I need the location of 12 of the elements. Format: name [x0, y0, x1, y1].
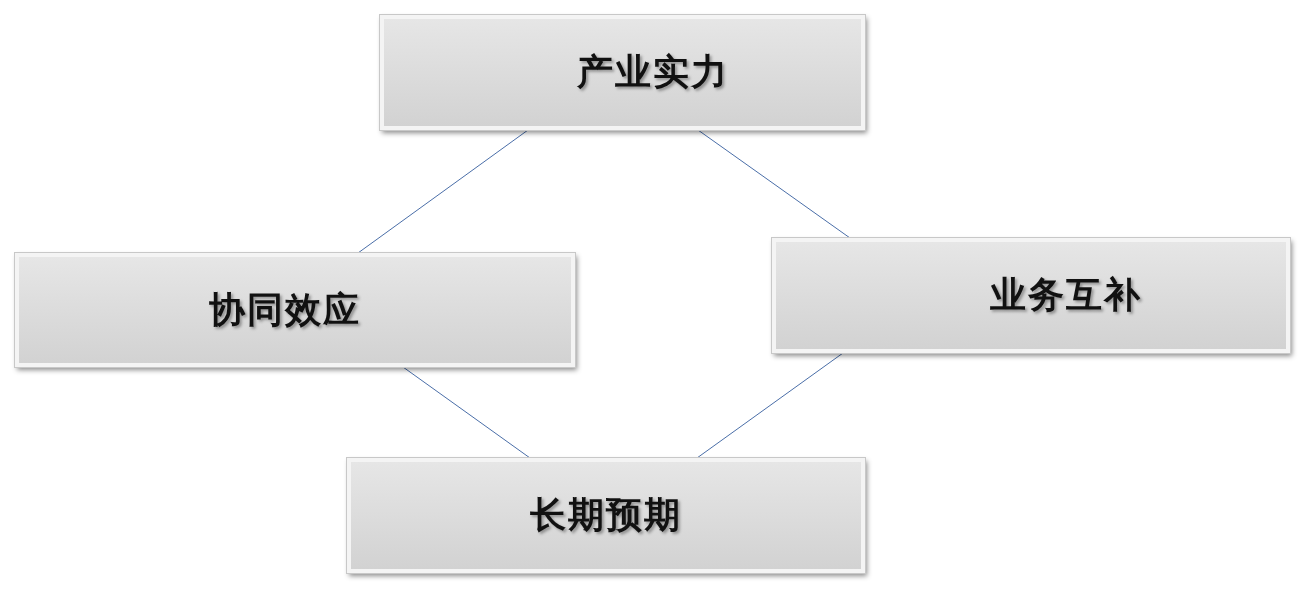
concept-box: [15, 253, 575, 367]
connector-line: [402, 366, 531, 459]
box-label: 协同效应: [209, 287, 361, 332]
box-label: 长期预期: [530, 493, 682, 537]
connector-line: [696, 352, 844, 459]
concept-box: [772, 238, 1290, 353]
box-label: 业务互补: [990, 273, 1142, 317]
concept-box: [347, 458, 865, 573]
connector-line: [357, 129, 529, 254]
box-label: 产业实力: [576, 50, 729, 94]
concept-box: [380, 15, 865, 130]
connector-line: [697, 129, 851, 239]
